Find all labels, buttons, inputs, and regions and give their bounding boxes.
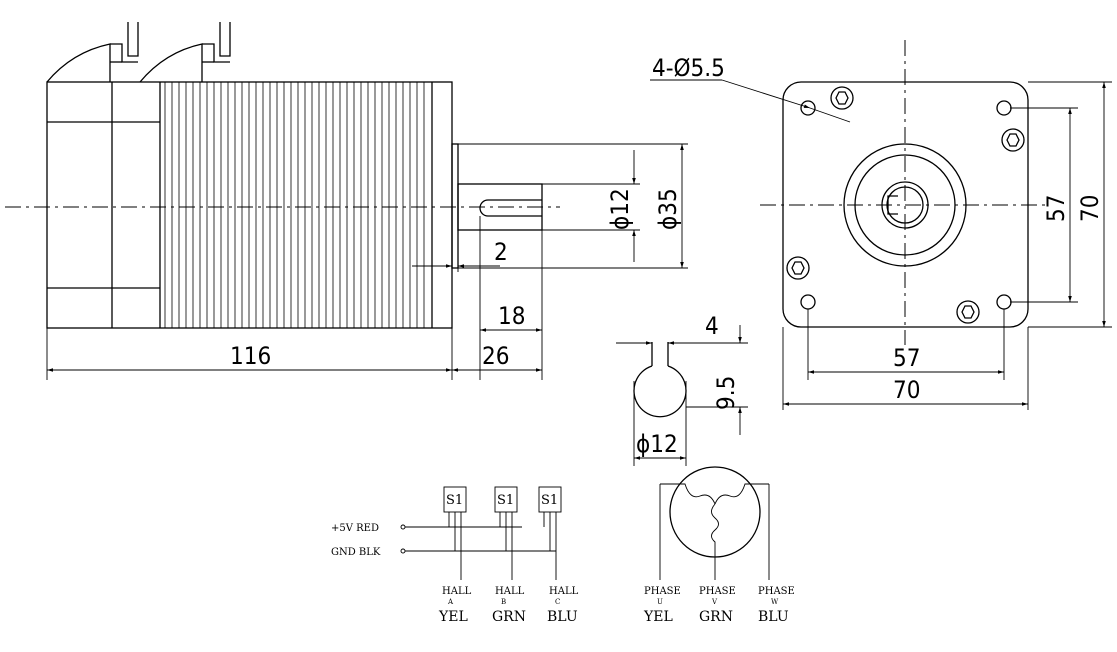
- dim-pilot-diameter: ϕ35: [654, 188, 682, 230]
- hall-label-a: HALL: [442, 586, 472, 597]
- phase-label-u: PHASE: [644, 586, 681, 597]
- mount-hole-br: [996, 294, 1012, 310]
- dim-key-length: 18: [498, 302, 525, 330]
- hall-color-a: YEL: [438, 609, 468, 625]
- ground-label: GND BLK: [331, 547, 381, 558]
- phase-label-w: PHASE: [758, 586, 795, 597]
- phase-color-u: YEL: [643, 609, 673, 625]
- phase-letter-v: V: [711, 598, 718, 606]
- hall-chip-c: S1: [541, 493, 558, 508]
- cooling-fins: [164, 82, 425, 328]
- dim-body-length: 116: [230, 342, 271, 370]
- hall-wiring: +5V RED GND BLK S1 HALL A YEL S1 HALL B …: [331, 486, 579, 625]
- hall-label-c: HALL: [549, 586, 579, 597]
- mount-hole-bl: [800, 294, 816, 310]
- keyway: [479, 199, 542, 217]
- dim-mounting-holes: 4-Ø5.5: [652, 54, 725, 82]
- hall-letter-b: B: [501, 598, 506, 606]
- dim-key-width: 4: [705, 312, 719, 340]
- hall-chip-a: S1: [446, 493, 463, 508]
- dim-flange-h: 70: [893, 376, 920, 404]
- dim-shaft-length: 26: [482, 342, 509, 370]
- mount-hole-tr: [996, 100, 1012, 116]
- shaft-section: 4 9.5 ϕ12: [616, 312, 748, 466]
- phase-letter-w: W: [771, 598, 779, 606]
- mount-hole-tl: [800, 100, 816, 116]
- hex-screw: [786, 86, 1025, 324]
- dim-hole-spacing-v: 57: [1042, 195, 1070, 222]
- power-label: +5V RED: [331, 523, 379, 534]
- dim-hole-spacing-h: 57: [893, 344, 920, 372]
- cable-gland-1: [46, 22, 139, 83]
- phase-label-v: PHASE: [699, 586, 736, 597]
- hall-chip-b: S1: [497, 493, 514, 508]
- phase-color-w: BLU: [758, 609, 789, 625]
- dim-shaft-diameter: ϕ12: [606, 188, 634, 230]
- hall-color-b: GRN: [492, 609, 526, 625]
- side-view: ϕ12 ϕ35 2 18 26 116: [5, 22, 688, 380]
- dim-pilot-height: 2: [494, 238, 508, 266]
- cable-gland-2: [139, 22, 231, 83]
- hall-color-c: BLU: [547, 609, 578, 625]
- dim-flange-v: 70: [1076, 195, 1104, 222]
- hall-label-b: HALL: [495, 586, 525, 597]
- phase-color-v: GRN: [699, 609, 733, 625]
- phase-winding: PHASE U YEL PHASE V GRN PHASE W BLU: [643, 466, 795, 625]
- hall-sensor-a: S1 HALL A YEL: [438, 486, 472, 625]
- hall-sensor-b: S1 HALL B GRN: [492, 486, 526, 625]
- motor-body: [46, 81, 453, 329]
- hall-letter-c: C: [555, 598, 560, 606]
- phase-letter-u: U: [657, 598, 663, 606]
- dim-key-depth: 9.5: [712, 376, 740, 410]
- front-view: 4-Ø5.5 57 70 57 70: [650, 40, 1112, 410]
- hall-letter-a: A: [447, 598, 454, 606]
- dim-section-diameter: ϕ12: [636, 430, 678, 458]
- hall-sensor-c: S1 HALL C BLU: [538, 486, 579, 625]
